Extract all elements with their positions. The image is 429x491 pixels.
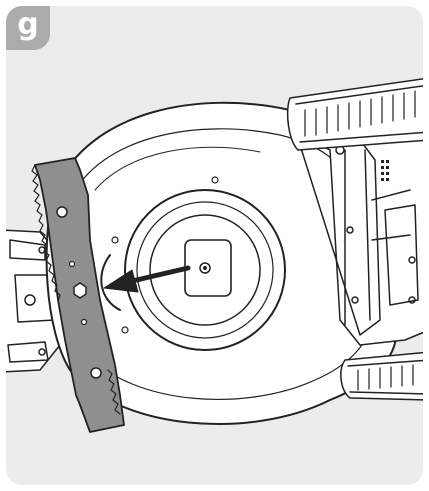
rear-wheel-icon: [286, 77, 423, 151]
remove-arrow-icon: [103, 265, 191, 293]
motor-hub: [100, 176, 286, 351]
rear-wheel-icon: [340, 351, 423, 401]
mower-blade-icon: [31, 157, 125, 433]
rear-frame: [289, 119, 423, 346]
step-badge: g: [6, 6, 50, 50]
